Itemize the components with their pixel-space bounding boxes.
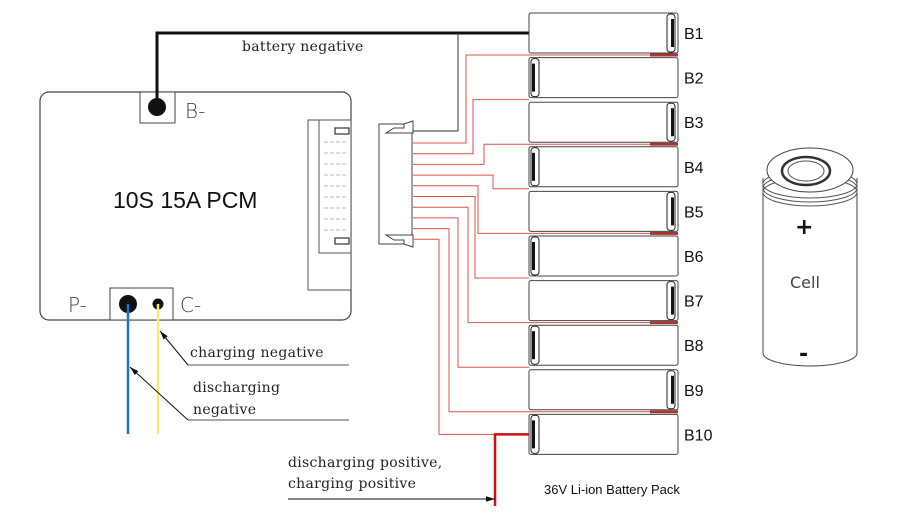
b-terminal-label: B- — [185, 99, 205, 123]
cell-body — [528, 413, 679, 455]
positive-callout: discharging positive, charging positive — [288, 455, 495, 502]
positive-label-line1: discharging positive, — [288, 455, 443, 471]
balance-wire — [413, 99, 529, 155]
cell-terminal-icon — [532, 152, 535, 181]
balance-wire — [413, 185, 678, 234]
cell-label: B8 — [684, 338, 704, 355]
battery-cell: B2 — [528, 57, 704, 99]
cell-body — [528, 57, 679, 99]
cell-terminal-icon — [671, 19, 674, 47]
cell-label: B5 — [684, 204, 704, 221]
cell-label: B1 — [684, 26, 704, 43]
cell-body — [762, 178, 858, 367]
cell-label: B4 — [684, 160, 704, 177]
cell-label: Cell — [790, 273, 820, 292]
cell-terminal-icon — [671, 375, 674, 404]
cell-link-tab — [650, 142, 678, 146]
b0-sense-wire — [413, 33, 459, 132]
cell-body — [528, 235, 679, 277]
cell-body — [528, 12, 679, 54]
cell-terminal-icon — [532, 331, 535, 360]
battery-pack-label: 36V Li-ion Battery Pack — [544, 482, 680, 497]
positive-label-line2: charging positive — [288, 476, 416, 492]
pcm-title: 10S 15A PCM — [113, 187, 257, 213]
balance-plug — [378, 120, 414, 248]
cell-terminal-icon — [671, 108, 674, 137]
balance-wire — [413, 196, 529, 279]
cell-link-tab — [650, 231, 678, 235]
cell-body — [528, 369, 679, 411]
cell-body — [528, 324, 679, 366]
cell-body — [528, 101, 679, 143]
cell-terminal-icon — [671, 197, 674, 226]
discharging-negative-label-line1: discharging — [193, 380, 280, 396]
cell-label: B10 — [684, 427, 713, 444]
balance-wire — [413, 238, 529, 435]
cell-body — [528, 190, 679, 232]
pcm-board: 10S 15A PCM B- P- C- — [39, 91, 352, 321]
battery-negative-label: battery negative — [242, 39, 364, 55]
discharging-negative-label-line2: negative — [193, 402, 256, 418]
cell-label: B9 — [684, 383, 704, 400]
header-latch — [334, 237, 350, 245]
header-latch — [334, 127, 350, 135]
discharging-negative-callout: discharging negative — [129, 366, 349, 421]
cell-label: B2 — [684, 71, 704, 88]
b-terminal-screw-icon — [148, 98, 166, 116]
battery-cell: B9 — [528, 369, 704, 411]
cell-illustration: + Cell - — [762, 147, 858, 367]
cell-terminal-icon — [671, 286, 674, 315]
balance-wire — [413, 54, 678, 144]
cell-body — [528, 146, 679, 188]
balance-wire — [413, 206, 678, 324]
pcm-balance-header — [307, 119, 352, 291]
battery-cell: B4 — [528, 146, 704, 188]
battery-cell: B7 — [528, 280, 704, 322]
charging-negative-callout: charging negative — [159, 330, 349, 366]
battery-negative-wire — [155, 31, 529, 100]
wires — [126, 31, 678, 506]
cell-terminal-icon — [532, 420, 535, 449]
cell-link-tab — [650, 410, 678, 414]
battery-cell: B5 — [528, 190, 704, 232]
p-terminal-label: P- — [68, 293, 87, 317]
cell-label: B3 — [684, 115, 704, 132]
cell-minus-icon: - — [799, 342, 808, 367]
battery-cell: B10 — [528, 413, 713, 455]
charging-negative-label: charging negative — [190, 345, 324, 361]
cell-terminal-icon — [532, 63, 535, 92]
main-positive-wire — [493, 433, 529, 506]
balance-wire — [413, 228, 678, 413]
cell-label: B6 — [684, 249, 704, 266]
battery-cell: B1 — [528, 12, 704, 54]
cell-link-tab — [650, 321, 678, 325]
balance-wire — [413, 143, 678, 165]
cell-terminal-icon — [532, 242, 535, 270]
c-terminal-label: C- — [180, 293, 201, 317]
cell-plus-icon: + — [795, 215, 813, 240]
balance-wire — [413, 174, 529, 190]
cell-label: B7 — [684, 294, 704, 311]
cell-body — [528, 280, 679, 322]
battery-cell: B8 — [528, 324, 704, 366]
battery-cell: B3 — [528, 101, 704, 143]
battery-cell: B6 — [528, 235, 704, 277]
cell-link-tab — [650, 53, 678, 57]
balance-wire — [413, 217, 529, 368]
